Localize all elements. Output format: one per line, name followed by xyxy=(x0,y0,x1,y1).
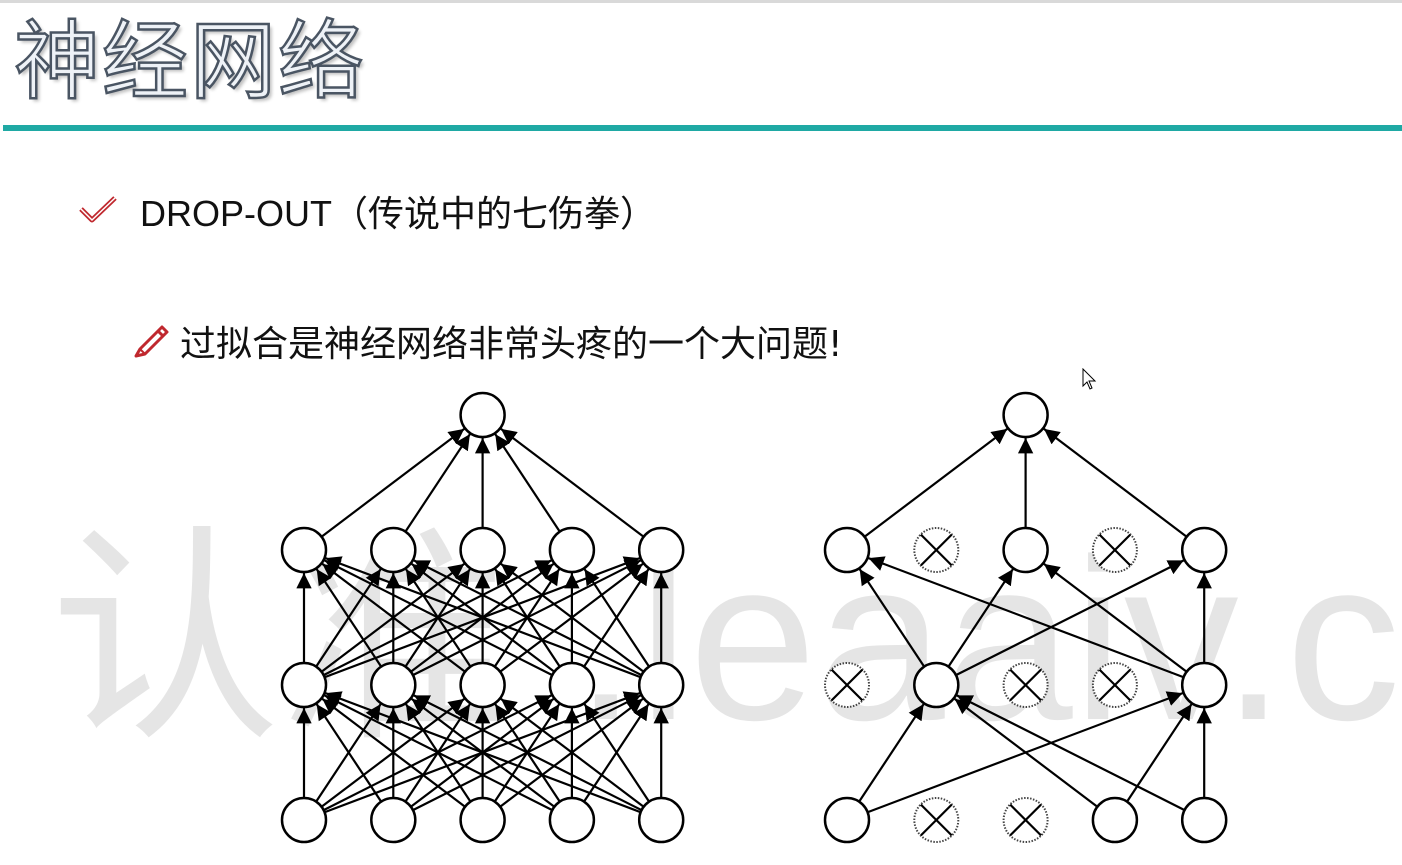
top-border xyxy=(0,0,1402,3)
dropout-net-neuron-dropped xyxy=(913,797,960,843)
bullet-text: DROP-OUT（传说中的七伤拳） xyxy=(140,193,656,234)
full-net-edge xyxy=(413,559,643,677)
full-net-neuron xyxy=(548,796,596,844)
full-net-edge xyxy=(494,433,561,533)
full-net-edge xyxy=(500,427,645,538)
full-net-edge xyxy=(324,559,553,677)
dropout-net-edge xyxy=(863,427,1008,538)
dropout-net-neuron xyxy=(913,661,960,709)
dropout-net-neuron-dropped xyxy=(913,527,960,573)
full-net-neuron xyxy=(370,796,417,844)
full-net-neuron xyxy=(637,661,685,709)
dropout-net-neuron xyxy=(1180,661,1228,709)
full-net-edge xyxy=(583,703,650,803)
full-net-neuron xyxy=(370,661,417,709)
full-net-neuron xyxy=(459,661,506,709)
full-net-neuron xyxy=(280,526,328,574)
bullet-overfitting: 过拟合是神经网络非常头疼的一个大问题! xyxy=(132,315,842,367)
full-net-edge xyxy=(500,562,645,673)
full-net-edge xyxy=(315,703,383,803)
dropout-net-neuron-dropped xyxy=(1002,662,1049,708)
full-net-edge xyxy=(500,697,645,808)
dropout-net-neuron xyxy=(1180,796,1228,844)
full-net-neuron xyxy=(637,796,685,844)
full-net-edge xyxy=(321,697,466,808)
full-net-neuron xyxy=(280,796,328,844)
title-divider xyxy=(3,125,1402,131)
dropout-net-neuron xyxy=(1091,796,1139,844)
full-net-edge xyxy=(324,694,553,812)
dropout-net-edge xyxy=(1043,562,1188,673)
dropout-net-neuron xyxy=(823,796,871,844)
dropout-net-neuron xyxy=(1002,391,1049,439)
dropout-net-edge xyxy=(956,694,1186,812)
full-net-edge xyxy=(320,427,465,538)
dropout-net-edge xyxy=(947,568,1014,668)
dropout-net-edge xyxy=(955,559,1185,677)
dropout-net-edge xyxy=(868,556,1185,679)
dropout-net-neuron xyxy=(1180,526,1228,574)
slide-title: 神经网络 xyxy=(13,11,366,114)
dropout-net-neuron-dropped xyxy=(1091,662,1138,708)
dropout-net-edge xyxy=(858,703,925,803)
dropout-net-edge xyxy=(858,568,926,668)
dropout-net-neuron-dropped xyxy=(1091,527,1138,573)
dropout-net-neuron-dropped xyxy=(824,662,870,708)
full-net-edge xyxy=(404,433,471,533)
bullet-text: 过拟合是神经网络非常头疼的一个大问题! xyxy=(180,324,843,365)
full-net-neuron xyxy=(548,661,596,709)
full-net-edge xyxy=(315,568,383,668)
full-net-neuron xyxy=(459,796,506,844)
dropout-net-neuron xyxy=(823,526,871,574)
full-net-neuron xyxy=(637,526,685,574)
bullet-dropout: DROP-OUT（传说中的七伤拳） xyxy=(78,185,656,237)
dropout-net-edge xyxy=(1043,427,1188,538)
dropout-net-neuron xyxy=(1002,526,1049,574)
full-net-edge xyxy=(321,562,466,673)
full-net-edge xyxy=(325,691,642,814)
full-net-edge xyxy=(413,694,643,812)
dropout-net-edge xyxy=(953,697,1099,808)
dropout-net-neuron-dropped xyxy=(1002,797,1049,843)
full-net-edge xyxy=(325,556,642,679)
full-net-neuron xyxy=(280,661,328,709)
check-icon xyxy=(78,193,118,229)
pencil-icon xyxy=(132,319,172,363)
full-net-neuron xyxy=(459,526,506,574)
full-net-neuron xyxy=(548,526,596,574)
full-net-neuron xyxy=(459,391,506,439)
mouse-cursor-icon xyxy=(1082,367,1098,396)
full-net-edge xyxy=(583,568,650,668)
full-net-neuron xyxy=(370,526,417,574)
